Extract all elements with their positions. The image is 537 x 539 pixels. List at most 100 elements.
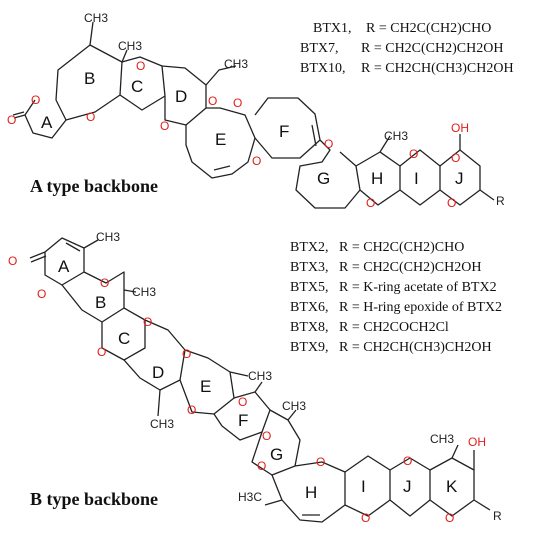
ring-label-f: F xyxy=(238,411,248,430)
methyl-group: CH3 xyxy=(150,417,174,431)
type-a-heading: A type backbone xyxy=(30,176,158,196)
variant-row: BTX3, R = CH2C(CH2)CH2OH xyxy=(290,260,481,275)
ring-oxygen: O xyxy=(182,347,191,361)
ring-label-h: H xyxy=(371,169,383,188)
variant-formula: R = CH2C(CH2)CH2OH xyxy=(339,260,481,275)
ring-oxygen: O xyxy=(257,459,266,473)
ring-label-d: D xyxy=(175,87,187,106)
ring-label-j: J xyxy=(455,169,464,188)
ring-oxygen: O xyxy=(451,151,460,165)
variant-formula: R = H-ring epoxide of BTX2 xyxy=(339,300,502,315)
variant-formula: R = CH2CH(CH3)CH2OH xyxy=(339,340,492,355)
ring-oxygen: O xyxy=(252,154,261,168)
type-b-heading: B type backbone xyxy=(30,489,158,509)
ring-oxygen: O xyxy=(447,196,456,210)
ring-oxygen: O xyxy=(316,455,325,469)
variant-row: BTX8, R = CH2COCH2Cl xyxy=(290,320,449,335)
ring-label-h: H xyxy=(305,483,317,502)
type-b-structure: O O O O O O O O O O O O O O A B C D E F … xyxy=(8,230,502,525)
variant-name: BTX5, xyxy=(290,280,329,295)
ring-label-g: G xyxy=(317,169,330,188)
ring-oxygen: O xyxy=(233,96,242,110)
methyl-group: CH3 xyxy=(282,399,306,413)
type-a-structure: O O O O O O O O O O O O O A B C D E F G … xyxy=(7,11,505,210)
ring-oxygen: O xyxy=(86,110,95,124)
hydroxyl-group: OH xyxy=(451,121,469,135)
ring-oxygen: O xyxy=(238,395,247,409)
carbonyl-oxygen: O xyxy=(7,113,16,127)
variant-name: BTX10, xyxy=(300,61,346,76)
methyl-group: CH3 xyxy=(132,285,156,299)
ring-oxygen: O xyxy=(361,511,370,525)
variant-formula: R = K-ring acetate of BTX2 xyxy=(339,280,497,295)
variant-formula: R = CH2CH(CH3)CH2OH xyxy=(361,61,514,76)
variant-row: BTX10, R = CH2CH(CH3)CH2OH xyxy=(300,61,514,76)
ring-oxygen: O xyxy=(37,287,46,301)
methyl-group: H3C xyxy=(238,490,262,504)
methyl-group: CH3 xyxy=(118,39,142,53)
variant-name: BTX2, xyxy=(290,240,329,255)
variant-name: BTX6, xyxy=(290,300,329,315)
type-b-variant-list: BTX2, R = CH2C(CH2)CHO BTX3, R = CH2C(CH… xyxy=(290,240,502,355)
variant-name: BTX8, xyxy=(290,320,329,335)
type-b-groups: CH3 CH3 CH3 CH3 CH3 H3C CH3 OH R xyxy=(96,230,502,523)
ring-oxygen: O xyxy=(136,59,145,73)
hydroxyl-group: OH xyxy=(468,435,486,449)
ring-label-a: A xyxy=(58,257,70,276)
methyl-group: CH3 xyxy=(96,230,120,244)
type-b-bonds xyxy=(29,237,491,523)
ring-label-a: A xyxy=(41,113,53,132)
type-b-ring-labels: A B C D E F G H I J K xyxy=(58,257,458,502)
methyl-group: CH3 xyxy=(248,369,272,383)
ring-label-k: K xyxy=(446,477,458,496)
variant-row: BTX7, R = CH2C(CH2)CH2OH xyxy=(300,41,503,56)
ring-label-i: I xyxy=(361,477,366,496)
type-a-bonds xyxy=(12,21,495,209)
type-a-oxygens: O O O O O O O O O O O O O xyxy=(7,59,460,210)
variant-row: BTX9, R = CH2CH(CH3)CH2OH xyxy=(290,340,492,355)
ring-label-g: G xyxy=(270,445,283,464)
ring-label-b: B xyxy=(84,69,95,88)
variant-name: BTX3, xyxy=(290,260,329,275)
ring-oxygen: O xyxy=(445,511,454,525)
ring-oxygen: O xyxy=(97,345,106,359)
variant-formula: R = CH2COCH2Cl xyxy=(339,320,449,335)
ring-label-e: E xyxy=(200,377,211,396)
variant-name: BTX9, xyxy=(290,340,329,355)
r-group: R xyxy=(496,194,505,208)
variant-formula: R = CH2C(CH2)CHO xyxy=(339,240,464,255)
variant-row: BTX5, R = K-ring acetate of BTX2 xyxy=(290,280,497,295)
r-group: R xyxy=(493,509,502,523)
type-a-ring-labels: A B C D E F G H I J xyxy=(41,69,464,188)
ring-label-d: D xyxy=(152,363,164,382)
ring-oxygen: O xyxy=(160,119,169,133)
ring-oxygen: O xyxy=(403,454,412,468)
ring-oxygen: O xyxy=(366,196,375,210)
ring-label-f: F xyxy=(279,122,289,141)
ring-label-i: I xyxy=(414,169,419,188)
ring-oxygen: O xyxy=(31,93,40,107)
type-a-groups: CH3 CH3 CH3 CH3 OH R xyxy=(84,11,505,208)
variant-formula: R = CH2C(CH2)CHO xyxy=(366,21,491,36)
variant-formula: R = CH2C(CH2)CH2OH xyxy=(361,41,503,56)
ring-oxygen: O xyxy=(324,137,333,151)
variant-row: BTX1, R = CH2C(CH2)CHO xyxy=(313,21,491,36)
ring-oxygen: O xyxy=(143,315,152,329)
methyl-group: CH3 xyxy=(224,57,248,71)
variant-row: BTX2, R = CH2C(CH2)CHO xyxy=(290,240,464,255)
ring-oxygen: O xyxy=(262,429,271,443)
ring-oxygen: O xyxy=(208,94,217,108)
ring-oxygen: O xyxy=(187,403,196,417)
carbonyl-oxygen: O xyxy=(8,254,17,268)
ring-oxygen: O xyxy=(100,276,109,290)
type-b-oxygens: O O O O O O O O O O O O O O xyxy=(8,254,454,525)
methyl-group: CH3 xyxy=(384,129,408,143)
ring-label-b: B xyxy=(95,293,106,312)
variant-row: BTX6, R = H-ring epoxide of BTX2 xyxy=(290,300,502,315)
ring-label-c: C xyxy=(131,77,143,96)
ring-label-e: E xyxy=(215,130,226,149)
variant-name: BTX1, xyxy=(313,21,352,36)
methyl-group: CH3 xyxy=(430,432,454,446)
ring-oxygen: O xyxy=(409,147,418,161)
